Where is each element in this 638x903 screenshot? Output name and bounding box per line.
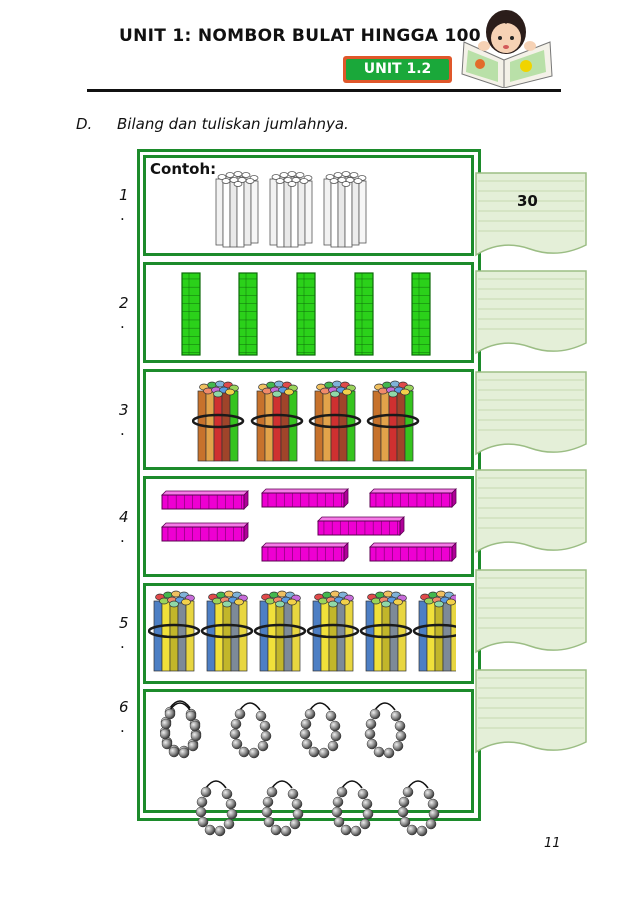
girl-reading-book-illustration bbox=[461, 10, 553, 88]
example-label: Contoh: bbox=[150, 160, 217, 178]
row4-illustration bbox=[161, 488, 457, 562]
row-number-1: 1 bbox=[119, 186, 129, 204]
row5-illustration bbox=[148, 589, 456, 673]
row-number-dot: . bbox=[120, 528, 125, 546]
row2-illustration bbox=[181, 272, 431, 356]
answer-tag-5[interactable] bbox=[474, 568, 588, 656]
row6-illustration bbox=[160, 700, 440, 837]
answer-tag-6[interactable] bbox=[474, 668, 588, 756]
answer-tag-4[interactable] bbox=[474, 468, 588, 556]
row-number-5: 5 bbox=[119, 614, 129, 632]
row1-illustration bbox=[215, 171, 367, 248]
section-letter: D. bbox=[76, 115, 93, 133]
row-number-dot: . bbox=[120, 634, 125, 652]
row-number-dot: . bbox=[120, 718, 125, 736]
row-number-dot: . bbox=[120, 206, 125, 224]
page-number: 11 bbox=[544, 836, 561, 851]
row-number-3: 3 bbox=[119, 401, 129, 419]
instruction-text: Bilang dan tuliskan jumlahnya. bbox=[117, 115, 349, 133]
row3-illustration bbox=[192, 379, 420, 463]
unit-title: UNIT 1: NOMBOR BULAT HINGGA 100 bbox=[119, 26, 481, 46]
header-divider bbox=[87, 89, 561, 92]
row-number-4: 4 bbox=[119, 508, 129, 526]
answer-tag-2[interactable] bbox=[474, 269, 588, 357]
answer-value-1: 30 bbox=[517, 192, 538, 210]
answer-tag-3[interactable] bbox=[474, 370, 588, 458]
row-number-2: 2 bbox=[119, 294, 129, 312]
unit-badge: UNIT 1.2 bbox=[343, 56, 452, 83]
row-number-6: 6 bbox=[119, 698, 129, 716]
row-number-dot: . bbox=[120, 314, 125, 332]
unit-badge-label: UNIT 1.2 bbox=[346, 59, 449, 80]
row-number-dot: . bbox=[120, 421, 125, 439]
answer-tag-1 bbox=[475, 172, 587, 257]
